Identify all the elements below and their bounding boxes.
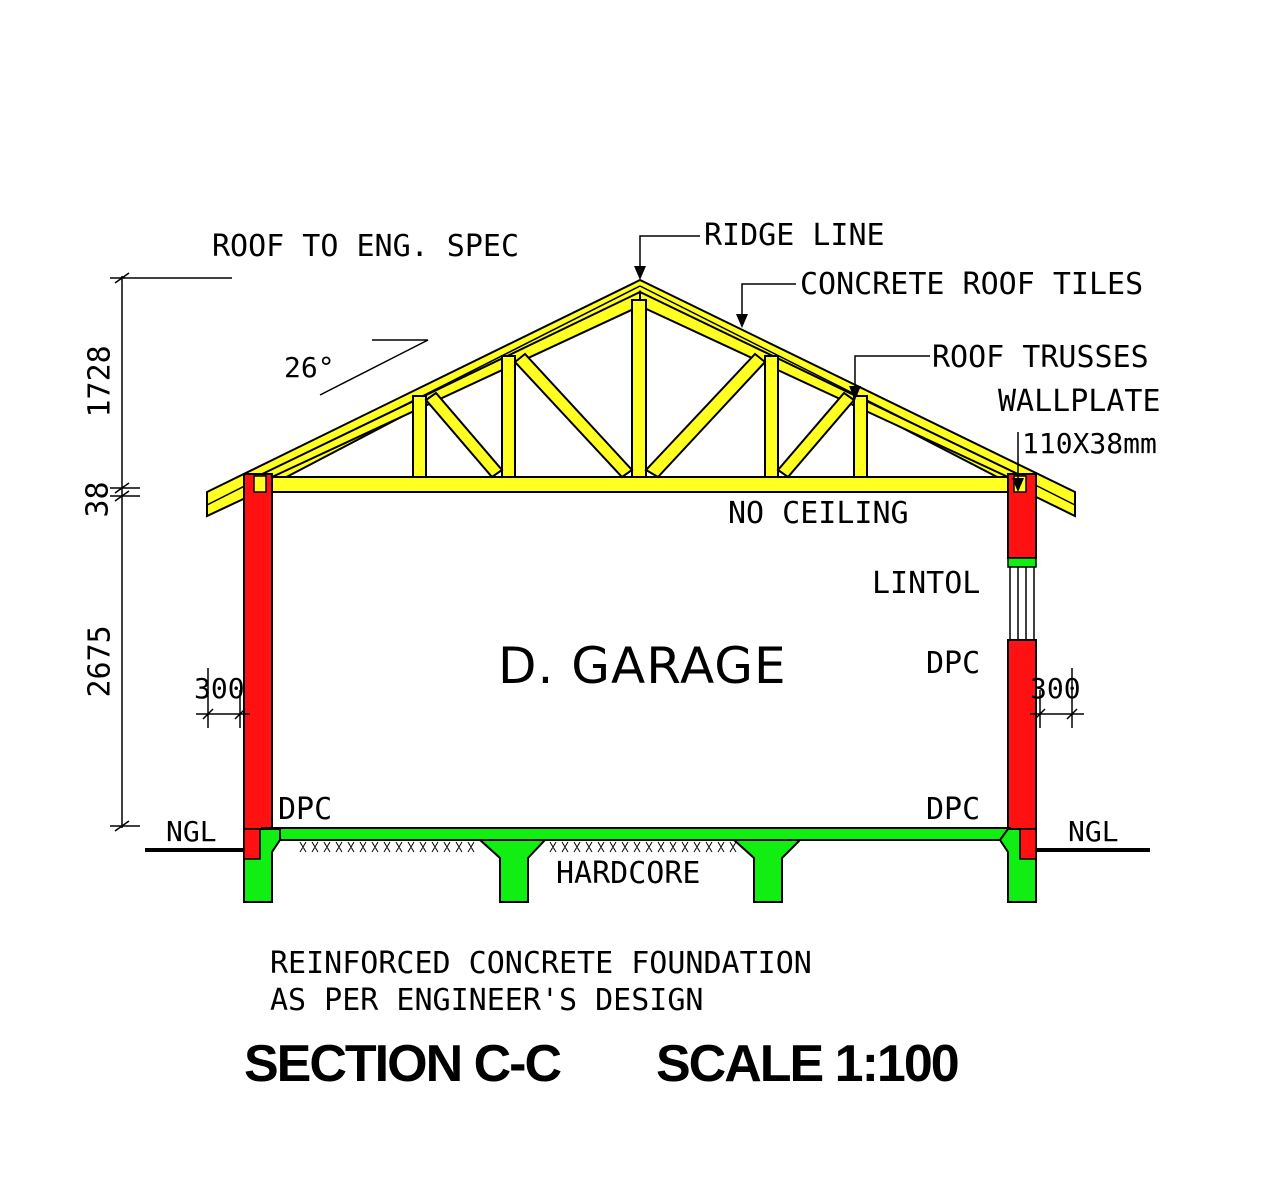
foundation-note: REINFORCED CONCRETE FOUNDATION AS PER EN… — [270, 945, 812, 1019]
foundation-note-line1: REINFORCED CONCRETE FOUNDATION — [270, 946, 812, 981]
right-wall-lower — [1007, 639, 1037, 830]
label-dim-300-left: 300 — [194, 672, 245, 705]
lintol — [1007, 557, 1037, 568]
label-roof-tiles: CONCRETE ROOF TILES — [800, 267, 1144, 302]
label-no-ceiling: NO CEILING — [728, 496, 909, 531]
label-dim-300-right: 300 — [1030, 672, 1081, 705]
label-ngl-left: NGL — [166, 815, 217, 848]
label-wallplate-size: 110X38mm — [1022, 427, 1157, 460]
left-wall — [243, 473, 273, 830]
hardcore-hatch — [299, 841, 737, 853]
scale-title: SCALE 1:100 — [656, 1035, 960, 1093]
label-room-name: D. GARAGE — [498, 637, 787, 695]
label-pitch: 26° — [284, 351, 335, 384]
section-title: SECTION C-C — [244, 1035, 562, 1093]
label-ngl-right: NGL — [1068, 815, 1119, 848]
window-opening — [1009, 567, 1035, 640]
floor-slab — [261, 827, 1011, 841]
label-roof-spec: ROOF TO ENG. SPEC — [212, 229, 520, 264]
label-dpc-right: DPC — [926, 792, 981, 827]
label-wallplate: WALLPLATE — [998, 384, 1161, 419]
dimension-lines — [110, 272, 1084, 832]
dim-roof-height: 1728 — [82, 345, 118, 418]
leader-lines — [639, 235, 1019, 480]
foundation-note-line2: AS PER ENGINEER'S DESIGN — [270, 983, 704, 1018]
leader-arrows — [634, 266, 1024, 492]
foundation — [243, 827, 1037, 903]
dim-wallplate: 38 — [80, 481, 116, 518]
walls — [243, 473, 1037, 830]
left-wallplate — [253, 475, 267, 493]
dim-wall-height: 2675 — [82, 625, 118, 698]
label-roof-trusses: ROOF TRUSSES — [932, 340, 1149, 375]
roof-truss — [255, 290, 1025, 493]
label-hardcore: HARDCORE — [556, 856, 701, 891]
label-dpc-window: DPC — [926, 646, 981, 681]
label-lintol: LINTOL — [872, 566, 981, 601]
label-dpc-left: DPC — [278, 792, 333, 827]
label-ridge-line: RIDGE LINE — [704, 218, 885, 253]
